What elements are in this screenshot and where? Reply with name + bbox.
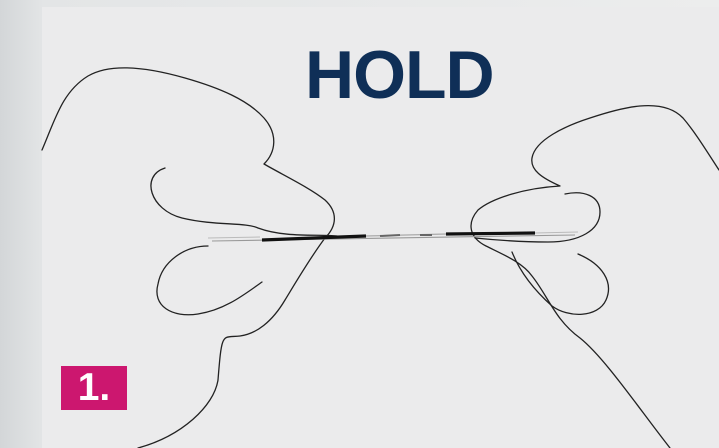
right-hand-outline [471, 106, 719, 448]
left-thumb-outline [151, 168, 337, 236]
instruction-title: HOLD [305, 30, 494, 120]
left-finger-outline [157, 246, 262, 315]
step-number-badge: 1. [61, 366, 127, 410]
wire [208, 232, 578, 241]
right-finger-outline [512, 252, 608, 314]
